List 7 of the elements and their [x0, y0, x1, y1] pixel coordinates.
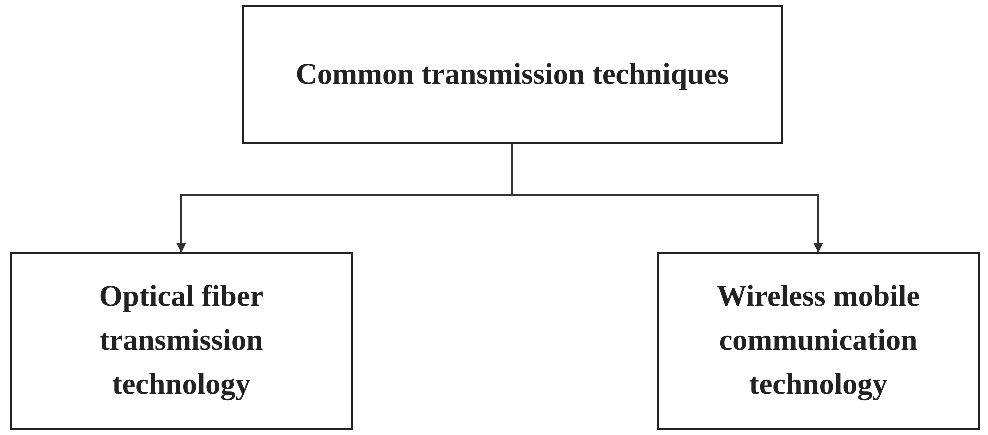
box-label: Optical fiber transmission technology [98, 279, 265, 403]
box-label: Wireless mobile communication technology [716, 279, 922, 403]
process-box [657, 252, 980, 430]
process-box [242, 5, 783, 144]
process-box [10, 252, 353, 430]
arrow [512, 144, 824, 253]
box-label: Common transmission techniques [296, 56, 730, 92]
